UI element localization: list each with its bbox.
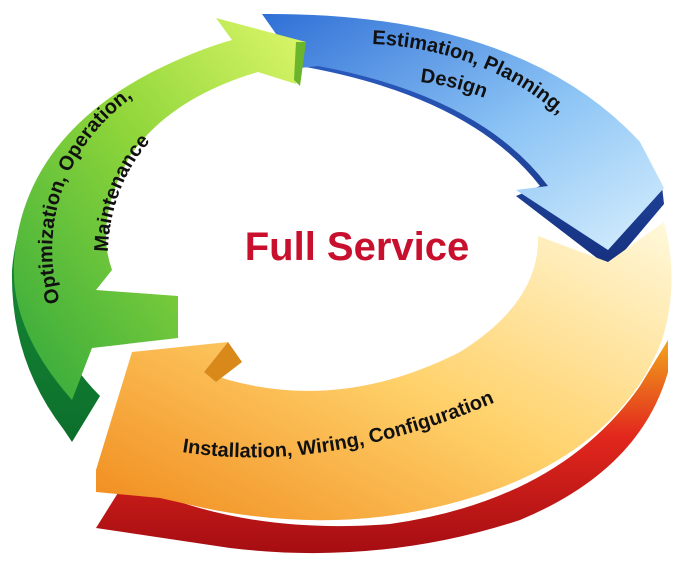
center-title: Full Service — [245, 225, 470, 269]
arrow-installation-face — [96, 222, 672, 521]
arrow-optimization-operation-maintenance — [11, 18, 307, 442]
arrow-optimization-tip — [294, 42, 306, 86]
arrow-optimization-face — [13, 18, 307, 400]
arrow-estimation-face — [262, 13, 664, 251]
arrow-installation-tip — [204, 342, 242, 382]
arrow-installation-wiring-configuration — [96, 222, 672, 554]
arrow-installation-side — [96, 340, 668, 554]
arrow-estimation-planning-design — [262, 13, 664, 268]
